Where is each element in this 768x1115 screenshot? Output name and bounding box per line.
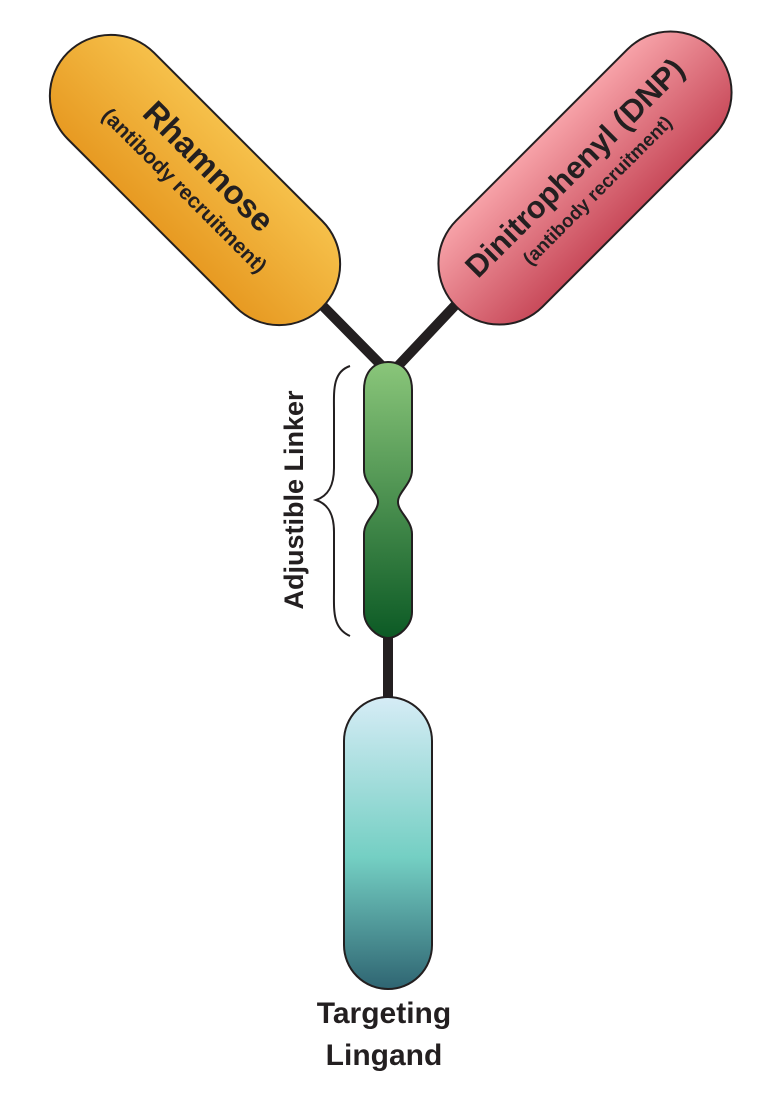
dnp-arm: Dinitrophenyl (DNP) (antibody recruitmen… bbox=[437, 30, 733, 326]
linker-brace bbox=[312, 365, 351, 637]
rhamnose-arm: Rhamnose (antibody recruitment) bbox=[48, 33, 342, 327]
ligand-label-line1: Targeting bbox=[317, 997, 451, 1030]
ligand-label-line2: Lingand bbox=[326, 1039, 443, 1072]
dnp-capsule bbox=[437, 30, 733, 326]
rhamnose-capsule bbox=[48, 33, 342, 327]
ligand-capsule bbox=[343, 696, 433, 990]
linker-label-group: Adjustible Linker bbox=[279, 390, 309, 610]
linker-body bbox=[363, 360, 413, 640]
linker-label: Adjustible Linker bbox=[279, 390, 309, 610]
left-arm-connector bbox=[310, 293, 387, 371]
right-arm-connector bbox=[393, 292, 468, 371]
connectors bbox=[310, 292, 468, 697]
